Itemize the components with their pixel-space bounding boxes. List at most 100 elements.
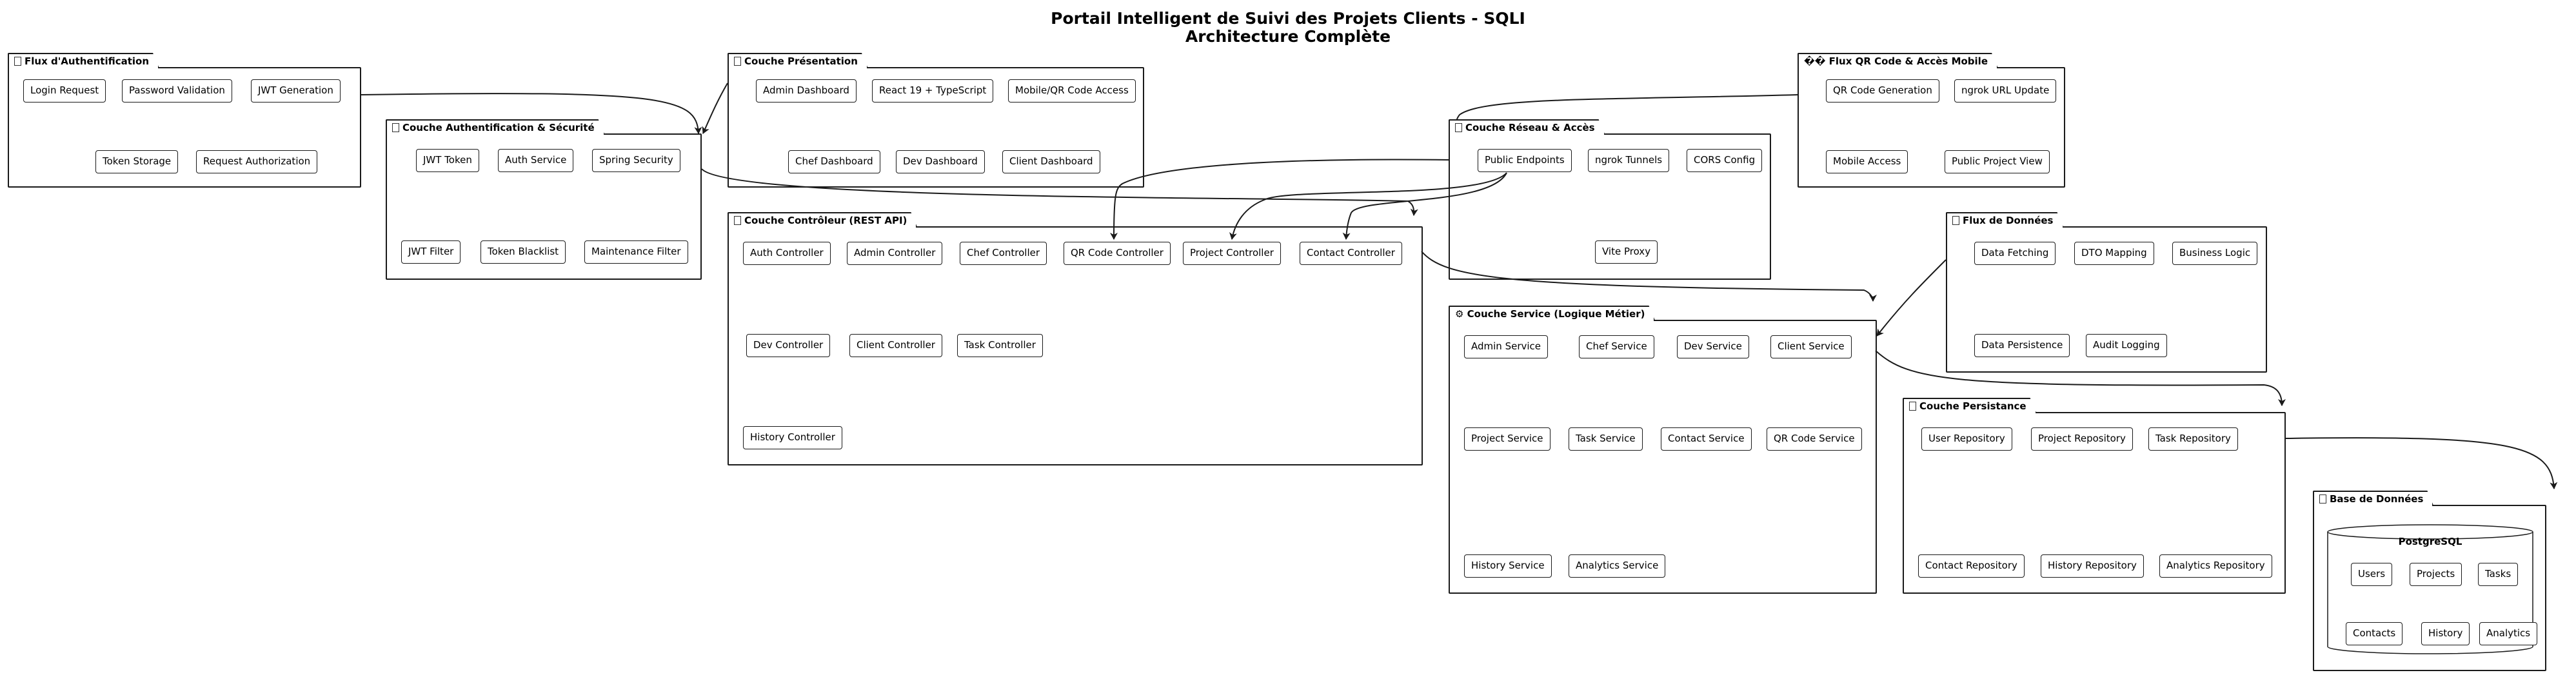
- package-label: Couche Persistance: [1919, 400, 2026, 412]
- package-tab: Flux d'Authentification: [8, 53, 159, 68]
- node-login-request: Login Request: [23, 79, 106, 103]
- node-admin-service: Admin Service: [1464, 335, 1549, 358]
- package-label: Flux de Données: [1963, 215, 2054, 226]
- node-table-projects: Projects: [2410, 563, 2462, 586]
- node-react-typescript: React 19 + TypeScript: [872, 79, 994, 103]
- node-auth-controller: Auth Controller: [743, 242, 831, 265]
- node-task-controller: Task Controller: [957, 334, 1043, 357]
- node-admin-dashboard: Admin Dashboard: [756, 79, 857, 103]
- node-admin-controller: Admin Controller: [847, 242, 943, 265]
- node-project-controller: Project Controller: [1183, 242, 1281, 265]
- node-business-logic: Business Logic: [2172, 242, 2258, 265]
- package-label: Flux d'Authentification: [25, 55, 150, 67]
- package-icon: [1909, 402, 1916, 411]
- package-icon: [392, 123, 399, 132]
- node-contact-service: Contact Service: [1661, 427, 1752, 451]
- node-table-tasks: Tasks: [2478, 563, 2519, 586]
- node-maintenance-filter: Maintenance Filter: [584, 240, 688, 264]
- node-token-storage: Token Storage: [95, 150, 179, 173]
- package-icon: [2319, 494, 2326, 504]
- node-dev-service: Dev Service: [1677, 335, 1749, 358]
- package-label: ⚙ Couche Service (Logique Métier): [1455, 308, 1645, 320]
- package-tab: Couche Contrôleur (REST API): [728, 212, 917, 228]
- node-password-validation: Password Validation: [122, 79, 232, 103]
- node-chef-service: Chef Service: [1579, 335, 1654, 358]
- node-analytics-service: Analytics Service: [1569, 554, 1666, 578]
- node-qr-code-controller: QR Code Controller: [1064, 242, 1171, 265]
- node-jwt-generation: JWT Generation: [251, 79, 341, 103]
- node-mobile-qr-access: Mobile/QR Code Access: [1008, 79, 1136, 103]
- package-controller: Couche Contrôleur (REST API) Auth Contro…: [728, 226, 1423, 465]
- arrow-presentation-to-security: [702, 83, 728, 134]
- diagram-title-line-1: Portail Intelligent de Suivi des Projets…: [1051, 9, 1525, 28]
- package-label: �� Flux QR Code & Accès Mobile: [1804, 55, 1988, 67]
- package-label: Base de Données: [2330, 493, 2424, 505]
- node-data-fetching: Data Fetching: [1974, 242, 2056, 265]
- arrow-endpoints-to-project-controller: [1229, 172, 1507, 240]
- node-history-repository: History Repository: [2041, 554, 2144, 578]
- package-qr-flow: �� Flux QR Code & Accès Mobile QR Code G…: [1798, 67, 2065, 188]
- node-task-service: Task Service: [1569, 427, 1643, 451]
- package-presentation: Couche Présentation Admin Dashboard Reac…: [728, 67, 1144, 188]
- node-jwt-token: JWT Token: [416, 149, 479, 172]
- package-label: Couche Contrôleur (REST API): [744, 215, 907, 226]
- package-tab: Flux de Données: [1946, 212, 2064, 228]
- node-client-service: Client Service: [1770, 335, 1852, 358]
- node-table-contacts: Contacts: [2346, 622, 2403, 645]
- node-client-controller: Client Controller: [849, 334, 942, 357]
- node-contact-repository: Contact Repository: [1918, 554, 2025, 578]
- node-client-dashboard: Client Dashboard: [1002, 150, 1100, 173]
- package-tab: Couche Réseau & Accès: [1449, 119, 1605, 135]
- node-ngrok-url-update: ngrok URL Update: [1954, 79, 2057, 103]
- arrow-controller-to-service: [1421, 251, 1877, 302]
- package-network: Couche Réseau & Accès Public Endpoints n…: [1449, 133, 1771, 280]
- node-table-analytics: Analytics: [2479, 622, 2538, 645]
- node-table-history: History: [2421, 622, 2470, 645]
- diagram-title-line-2: Architecture Complète: [1185, 27, 1391, 46]
- node-public-project-view: Public Project View: [1945, 150, 2050, 173]
- arrow-data-flow-to-service: [1876, 259, 1947, 337]
- node-contact-controller: Contact Controller: [1300, 242, 1402, 265]
- package-tab: Base de Données: [2313, 491, 2433, 506]
- package-database: Base de Données PostgreSQL Users Project…: [2313, 505, 2546, 671]
- node-project-repository: Project Repository: [2031, 427, 2133, 451]
- node-chef-dashboard: Chef Dashboard: [788, 150, 880, 173]
- node-data-persistence: Data Persistence: [1974, 334, 2070, 357]
- arrow-network-to-qr-controller: [1110, 159, 1451, 240]
- node-analytics-repository: Analytics Repository: [2159, 554, 2272, 578]
- node-chef-controller: Chef Controller: [960, 242, 1047, 265]
- package-security: Couche Authentification & Sécurité JWT T…: [386, 133, 702, 280]
- arrow-auth-flow-to-security: [361, 93, 702, 134]
- node-history-controller: History Controller: [743, 426, 842, 449]
- node-spring-security: Spring Security: [592, 149, 680, 172]
- package-persistence: Couche Persistance User Repository Proje…: [1903, 412, 2286, 594]
- node-ngrok-tunnels: ngrok Tunnels: [1588, 149, 1670, 172]
- node-qr-code-generation: QR Code Generation: [1826, 79, 1939, 103]
- package-label: Couche Réseau & Accès: [1465, 122, 1595, 133]
- arrow-endpoints-to-contact-controller: [1342, 172, 1507, 240]
- node-dto-mapping: DTO Mapping: [2074, 242, 2154, 265]
- package-auth-flow: Flux d'Authentification Login Request Pa…: [8, 67, 361, 188]
- node-dev-dashboard: Dev Dashboard: [896, 150, 985, 173]
- node-user-repository: User Repository: [1921, 427, 2012, 451]
- package-label: Couche Présentation: [744, 55, 858, 67]
- package-tab: Couche Persistance: [1903, 398, 2037, 413]
- package-tab: Couche Authentification & Sécurité: [386, 119, 605, 135]
- node-task-repository: Task Repository: [2148, 427, 2238, 451]
- package-label: Couche Authentification & Sécurité: [402, 122, 595, 133]
- arrow-service-to-persistence: [1875, 350, 2286, 406]
- node-vite-proxy: Vite Proxy: [1595, 240, 1658, 264]
- node-audit-logging: Audit Logging: [2086, 334, 2167, 357]
- node-mobile-access: Mobile Access: [1826, 150, 1908, 173]
- package-icon: [14, 57, 21, 66]
- node-public-endpoints: Public Endpoints: [1478, 149, 1572, 172]
- node-history-service: History Service: [1464, 554, 1552, 578]
- node-token-blacklist: Token Blacklist: [481, 240, 566, 264]
- package-tab: ⚙ Couche Service (Logique Métier): [1449, 306, 1655, 321]
- package-icon: [1952, 216, 1959, 225]
- node-dev-controller: Dev Controller: [746, 334, 831, 357]
- package-icon: [734, 57, 741, 66]
- package-service: ⚙ Couche Service (Logique Métier) Admin …: [1449, 320, 1877, 594]
- node-cors-config: CORS Config: [1687, 149, 1763, 172]
